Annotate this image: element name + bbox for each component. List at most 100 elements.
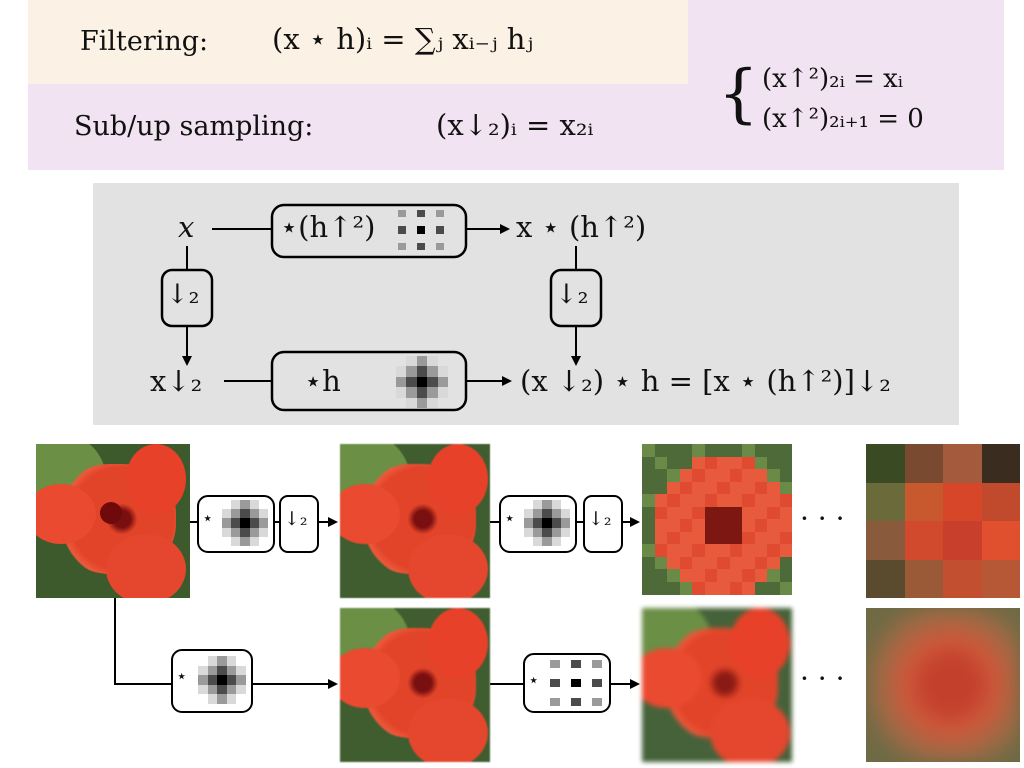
kernel-cell [427,397,438,408]
image-pixel [981,521,1020,560]
image-pixel [779,481,792,495]
flower-image-downsampled-2 [642,444,792,598]
image-pixel [667,519,680,532]
kernel-cell [258,518,268,528]
kernel-cell [240,500,250,510]
kernel-cell [231,536,241,546]
kernel-cell [406,387,417,398]
image-pixel [866,444,905,483]
left-down-box [160,268,214,328]
kernel-cell [249,500,259,510]
kernel-cell [571,697,581,706]
kernel-cell [207,675,218,685]
image-pixel [866,559,905,598]
kernel-cell [542,536,552,546]
kernel-cell [542,500,552,510]
kernel-cell [533,536,543,546]
kernel-cell [524,509,534,519]
image-pixel [692,469,705,482]
flower-image-filtered-1 [340,608,490,762]
kernel-cell [571,660,581,669]
kernel-cell [416,376,428,388]
image-pixel [654,556,668,570]
image-pixel [642,469,655,482]
image-pixel [654,481,668,495]
image-pixel [943,559,982,598]
image-pixel [767,531,780,545]
image-pixel [754,581,768,595]
kernel-cell [249,527,259,537]
image-pixel [679,519,693,532]
image-pixel [754,531,768,545]
image-pixel [679,456,693,470]
image-pixel [704,456,718,470]
image-pixel [717,531,730,545]
kernel-thumbnail [396,356,448,408]
image-pixel [779,469,792,482]
kernel-cell [560,518,570,528]
kernel-cell [222,527,232,537]
bottom-filter-label: ⋆h [304,364,341,398]
kernel-cell [231,518,241,528]
kernel-cell [236,675,246,685]
filtering-label: Filtering: [80,26,209,57]
image-pixel [742,506,755,520]
top-row-ellipsis: · · · [800,502,845,535]
left-down-label: ↓₂ [166,279,200,310]
image-pixel [717,569,730,582]
kernel-cell [550,678,560,688]
image-pixel [767,569,780,582]
kernel-cell [437,376,448,388]
kernel-cell [240,518,250,528]
image-pixel [704,569,718,582]
kernel-cell [398,242,407,250]
kernel-cell [427,376,438,388]
image-pixel [679,556,693,570]
diagram-input-x: x [178,210,195,244]
image-pixel [704,519,718,532]
image-pixel [667,581,680,595]
image-pixel [717,469,730,482]
image-pixel [779,569,792,582]
image-pixel [742,456,755,470]
kernel-cell [240,536,250,546]
image-pixel [642,494,655,507]
kernel-cell [217,675,227,685]
flower-image-original [36,444,190,598]
kernel-cell [524,518,534,528]
image-pixel [754,481,768,495]
image-pixel [904,444,944,483]
kernel-cell [222,509,232,519]
image-pixel [642,506,655,520]
image-pixel [754,469,768,482]
pipeline-top-down-label-2: ↓₂ [588,508,612,530]
image-pixel [729,581,743,595]
image-pixel [729,544,743,557]
kernel-cell [416,387,428,398]
right-down-label: ↓₂ [555,279,589,310]
kernel-cell [217,694,227,704]
image-pixel [779,581,792,595]
kernel-cell [249,518,259,528]
flower-image-downsampled-1 [340,444,490,598]
image-pixel [704,444,718,457]
kernel-cell [226,665,237,676]
image-pixel [779,444,792,457]
image-pixel [654,519,668,532]
image-pixel [779,519,792,532]
image-pixel [692,569,705,582]
pipeline-kernel-3 [198,656,246,704]
image-pixel [667,569,680,582]
pipeline-kernel-4 [550,660,602,706]
kernel-cell [416,210,426,218]
kernel-cell [435,226,444,234]
image-pixel [767,456,780,470]
image-pixel [866,521,905,560]
image-pixel [981,482,1020,522]
image-pixel [692,581,705,595]
pipeline-top-filter-label-1: ⋆ [202,508,214,529]
kernel-cell [416,242,426,250]
kernel-cell [226,684,237,695]
image-pixel [642,569,655,582]
image-pixel [729,469,743,482]
